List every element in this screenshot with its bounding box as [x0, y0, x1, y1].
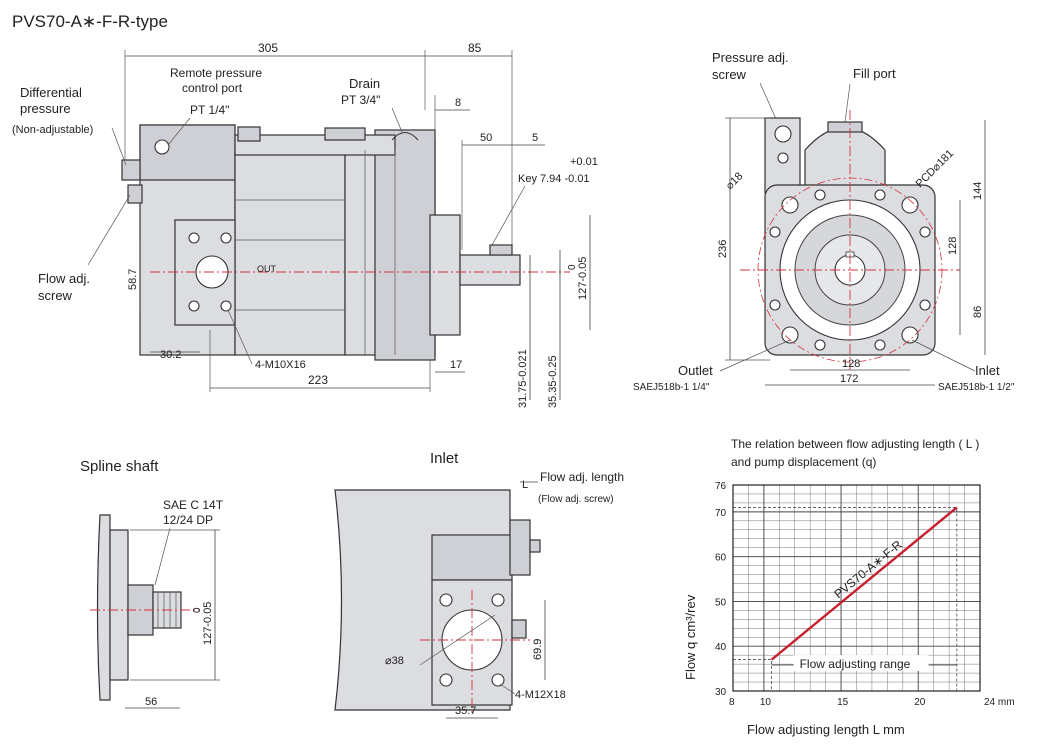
dim-236: 236: [717, 240, 729, 258]
press-adj-1: Pressure adj.: [712, 50, 789, 65]
dim-86: 86: [972, 306, 984, 318]
diff-label-2: pressure: [20, 101, 71, 116]
series-label: PVS70-A∗-F-R: [831, 537, 905, 601]
dim-30-2: 30.2: [160, 349, 181, 361]
y-tick-label: 40: [715, 642, 727, 653]
x-tick-label: 10: [760, 697, 772, 708]
drawing-title: PVS70-A∗-F-R-type: [12, 12, 168, 31]
x-tick-label: 20: [914, 697, 926, 708]
dim-144: 144: [972, 182, 984, 200]
dim-85: 85: [468, 41, 482, 55]
spline-view: Spline shaft SAE C 14T 12/24 DP 127-0.05…: [80, 458, 224, 709]
drain-label: Drain: [349, 76, 380, 91]
dim-172: 172: [840, 373, 858, 385]
y-tick-label: 60: [715, 553, 727, 564]
chart-subtitle: and pump displacement (q): [731, 455, 876, 469]
spline-dim-56: 56: [145, 696, 157, 708]
chart-frame: [732, 484, 981, 692]
key-label: Key 7.94 -0.01: [518, 173, 590, 185]
flow-chart: The relation between flow adjusting leng…: [683, 437, 1015, 737]
spline-dim-zero: 0: [192, 607, 203, 613]
series-line: [770, 506, 958, 661]
guide-upper: [733, 507, 958, 691]
outlet-label: Outlet: [678, 363, 713, 378]
press-adj-2: screw: [712, 67, 747, 82]
dim-128-h: 128: [842, 358, 860, 370]
dim-shaft-1: 31.75-0.021: [517, 349, 529, 408]
flow-label-1: Flow adj.: [38, 271, 90, 286]
flow-screw-label: (Flow adj. screw): [538, 494, 614, 505]
y-tick-label: 70: [715, 508, 727, 519]
range-label: Flow adjusting range: [800, 657, 911, 671]
spline-spec-1: SAE C 14T: [163, 498, 224, 512]
drain-port: PT 3/4": [341, 93, 380, 107]
dim-5: 5: [532, 132, 538, 144]
spline-spec-2: 12/24 DP: [163, 513, 213, 527]
pcd: PCD⌀181: [914, 148, 957, 191]
front-view: Pressure adj. screw Fill port ⌀: [633, 50, 1015, 393]
l-label: L: [522, 479, 528, 491]
dim-128-v: 128: [947, 237, 959, 255]
spline-dim-127: 127-0.05: [202, 602, 214, 645]
dim-8: 8: [455, 97, 461, 109]
inlet-view: Inlet Flow adj. length (Flow adj. screw)…: [334, 450, 624, 719]
inlet-spec: SAEJ518b-1 1/2": [938, 382, 1015, 393]
dia-38: ⌀38: [385, 655, 404, 667]
diff-label-3: (Non-adjustable): [12, 124, 93, 136]
flow-len-label: Flow adj. length: [540, 470, 624, 484]
dim-69-9: 69.9: [532, 639, 544, 660]
y-tick-label: 30: [715, 687, 727, 698]
remote-port: PT 1/4": [190, 103, 229, 117]
y-tick-label: 76: [715, 481, 727, 492]
x-tick-label: 15: [837, 697, 849, 708]
dim-shaft-2: 35.35-0.25: [547, 355, 559, 408]
inlet-label: Inlet: [975, 363, 1000, 378]
range-label-bg: [793, 655, 929, 672]
dim-50: 50: [480, 132, 492, 144]
dim-35-7: 35.7: [455, 705, 476, 717]
remote-label-1: Remote pressure: [170, 66, 262, 80]
guide-lower: [733, 659, 772, 691]
dim-17: 17: [450, 359, 462, 371]
x-tick-label: 8: [729, 697, 735, 708]
spline-title: Spline shaft: [80, 458, 159, 475]
dim-127: 127-0.05: [577, 257, 589, 300]
out-label: OUT: [257, 264, 277, 274]
key-tol-plus: +0.01: [570, 156, 598, 168]
side-view: 305 85 8 50 5 +0.01 Key 7.94 -0.01: [12, 41, 598, 408]
fill-port: Fill port: [853, 66, 896, 81]
y-tick-label: 50: [715, 597, 727, 608]
dim-127-zero: 0: [567, 264, 578, 270]
chart-title: The relation between flow adjusting leng…: [731, 437, 979, 451]
outlet-spec: SAEJ518b-1 1/4": [633, 382, 710, 393]
flow-label-2: screw: [38, 288, 73, 303]
dia-18: ⌀18: [724, 170, 746, 192]
dim-305: 305: [258, 41, 278, 55]
x-tick-label: 24 mm: [984, 697, 1015, 708]
dim-223: 223: [308, 373, 328, 387]
diff-label-1: Differential: [20, 85, 82, 100]
bolt-label: 4-M10X16: [255, 359, 306, 371]
chart-xlabel: Flow adjusting length L mm: [747, 722, 905, 737]
inlet-title: Inlet: [430, 450, 459, 467]
inlet-bolt: 4-M12X18: [515, 689, 566, 701]
dim-58-7: 58.7: [127, 269, 139, 290]
remote-label-2: control port: [182, 81, 243, 95]
chart-ylabel: Flow q cm³/rev: [683, 594, 698, 680]
